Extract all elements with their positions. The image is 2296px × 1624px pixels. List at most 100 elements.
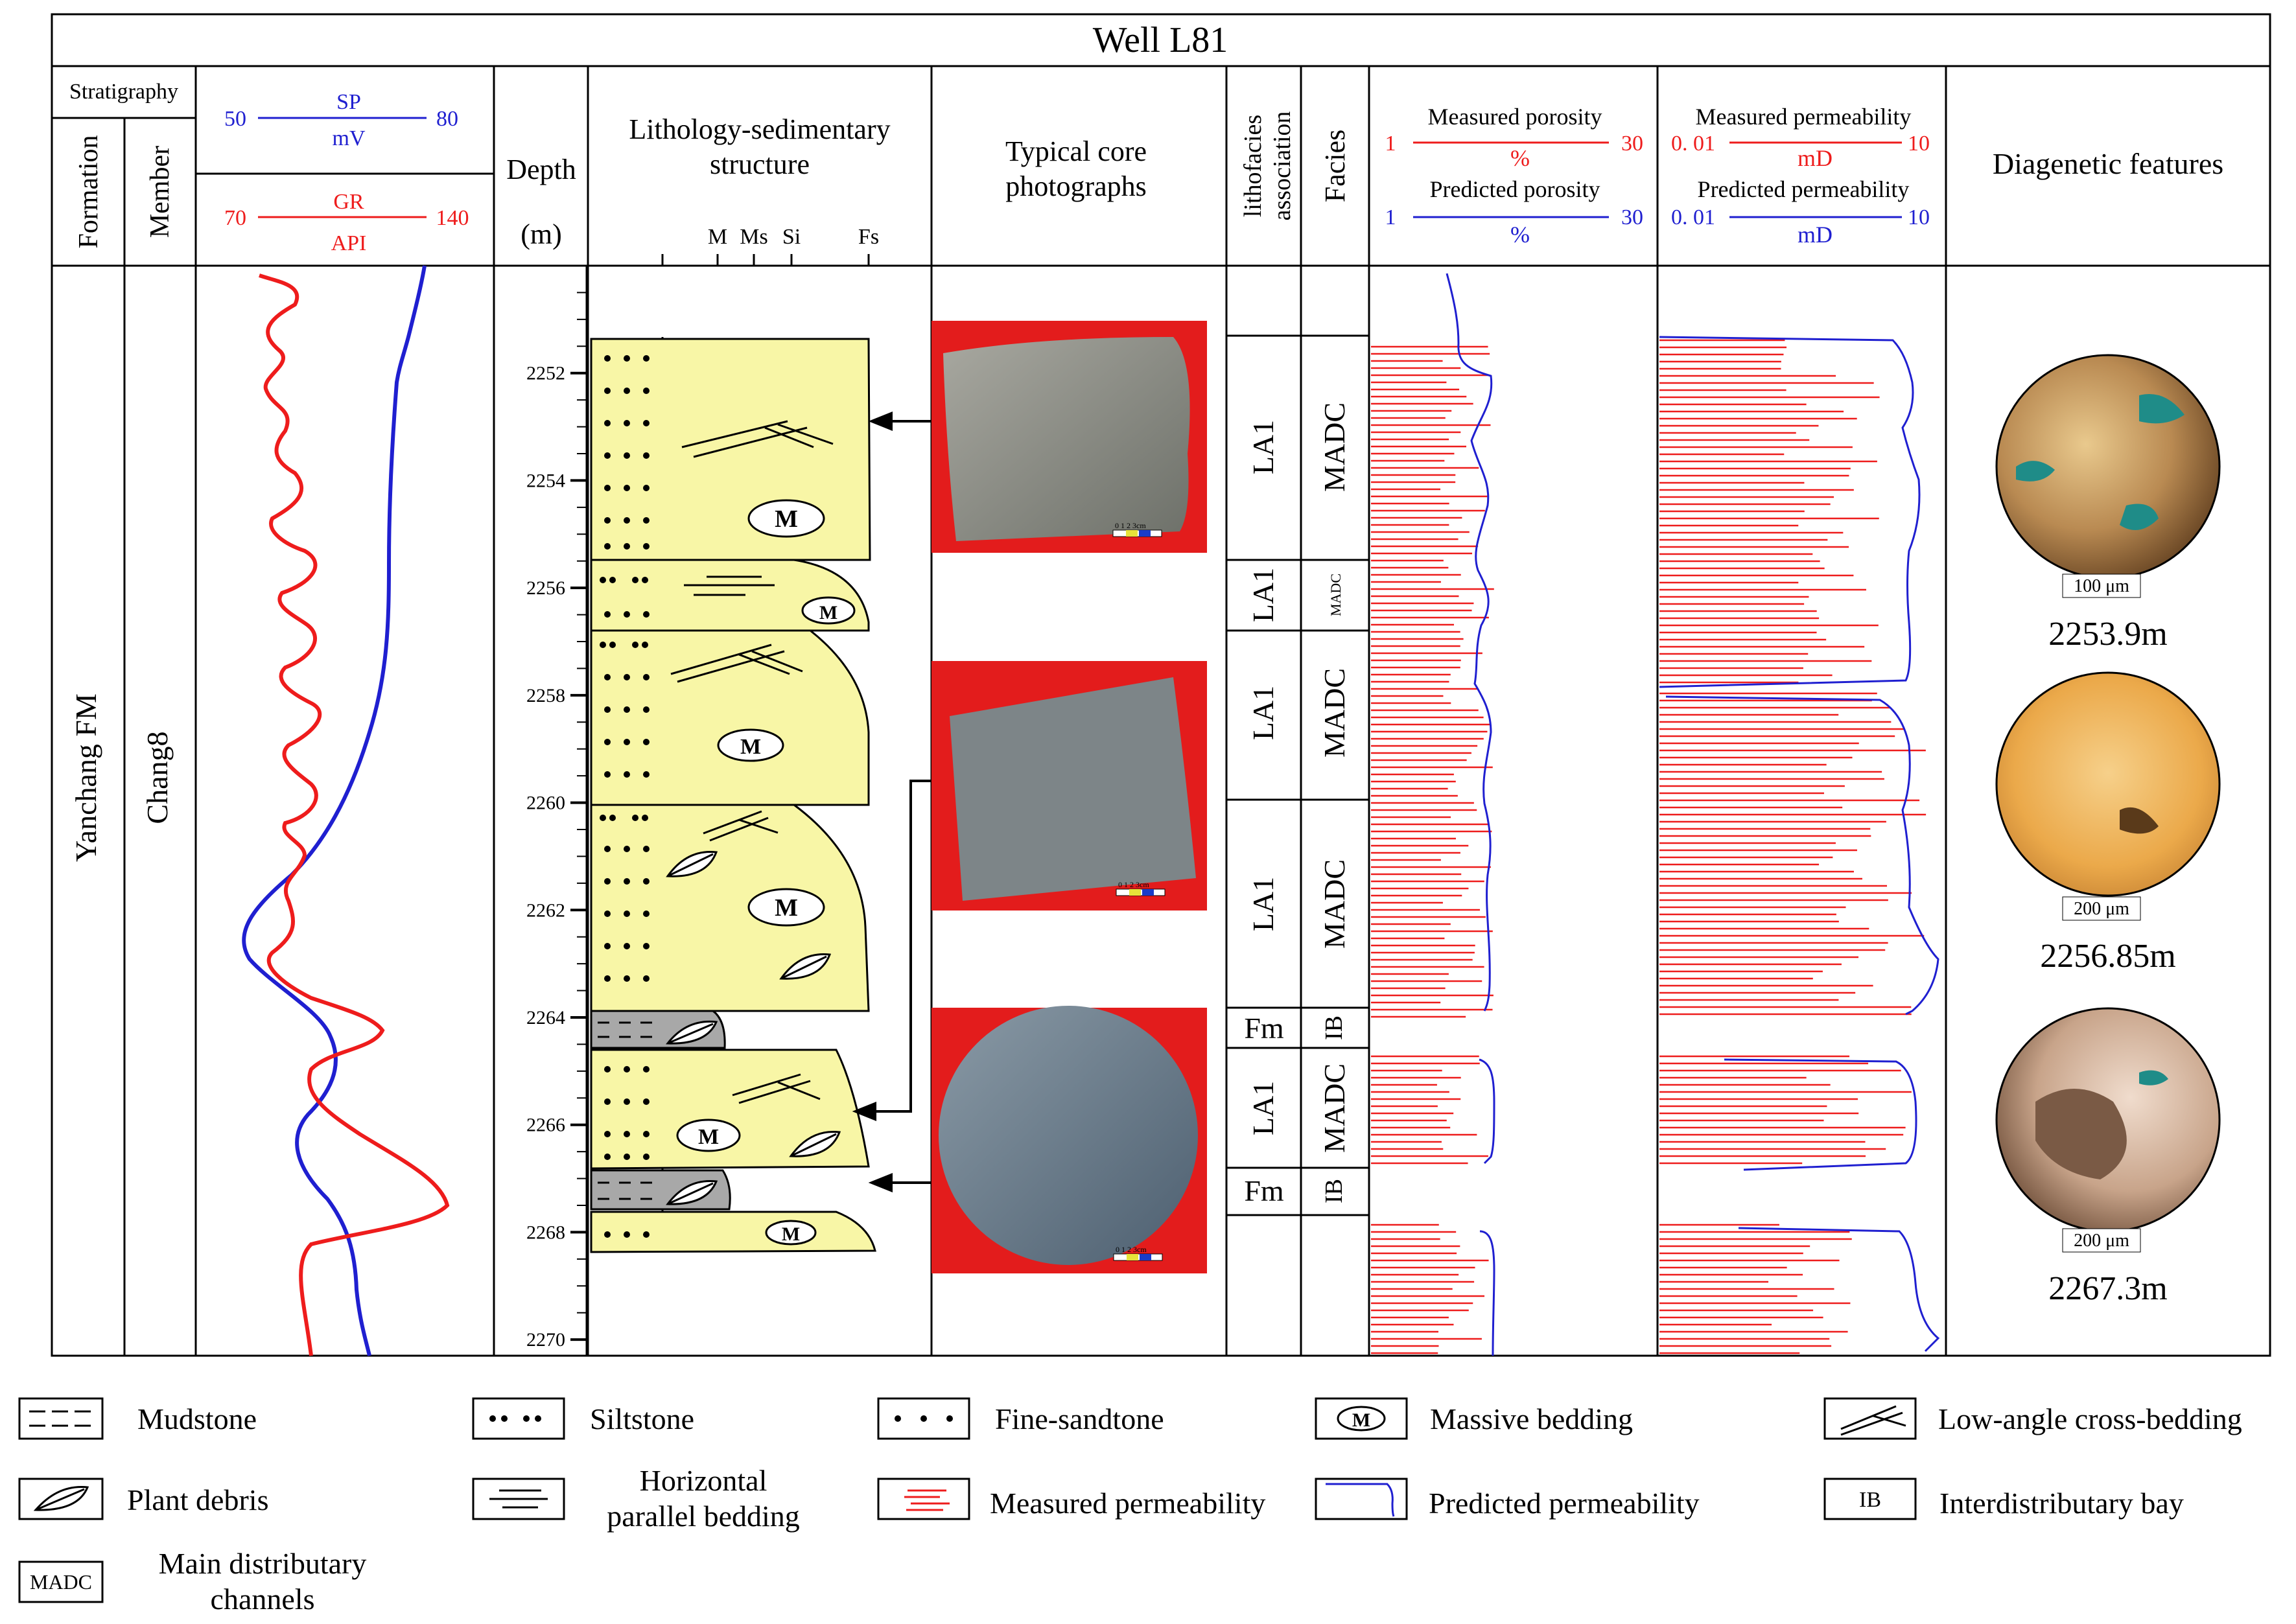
legend-ib-swatch bbox=[1823, 1478, 1917, 1520]
svg-text:M: M bbox=[775, 894, 798, 922]
legend-massive-label: Massive bedding bbox=[1430, 1402, 1633, 1435]
thin-section-2-scale: 200 μm bbox=[2074, 899, 2129, 919]
legend-predicted-perm-label: Predicted permeability bbox=[1429, 1487, 1700, 1520]
permeability-max-predicted: 10 bbox=[1908, 205, 1930, 229]
svg-text:M: M bbox=[740, 735, 761, 759]
depth-tick-label: 2266 bbox=[526, 1115, 565, 1136]
predicted-porosity-label: Predicted porosity bbox=[1430, 176, 1600, 202]
grain-si: Si bbox=[782, 225, 801, 249]
legend-siltstone-swatch bbox=[472, 1397, 565, 1440]
thin-section-3-scale: 200 μm bbox=[2074, 1231, 2129, 1251]
permeability-max-measured: 10 bbox=[1908, 132, 1930, 156]
unit-labels: LA1 MADC LA1 MADC LA1 MADC LA1 MADC Fm I… bbox=[1244, 402, 1351, 1207]
gr-unit: API bbox=[331, 231, 367, 255]
depth-tick-label: 2264 bbox=[526, 1007, 565, 1028]
legend-madc-symbol: MADC bbox=[30, 1570, 92, 1594]
core-arrows bbox=[852, 412, 931, 1192]
svg-text:M: M bbox=[782, 1224, 800, 1245]
permeability-unit-predicted: mD bbox=[1798, 222, 1833, 248]
legend-horizontal-label-2: parallel bedding bbox=[607, 1500, 800, 1533]
legend-low-angle-label: Low-angle cross-bedding bbox=[1938, 1402, 2242, 1435]
depth-tick-label: 2258 bbox=[526, 685, 565, 706]
depth-tick-label: 2260 bbox=[526, 793, 565, 814]
diagenetic-header: Diagenetic features bbox=[1993, 147, 2223, 180]
porosity-scale: Measured porosity 1 30 % Predicted poros… bbox=[1385, 104, 1644, 248]
facies-2: MADC bbox=[1328, 574, 1344, 616]
core-photographs: 0 1 2 3cm 0 1 2 3cm 0 1 2 3cm bbox=[931, 321, 1207, 1273]
depth-tick-label: 2262 bbox=[526, 899, 565, 921]
mudstone-dashes bbox=[598, 1021, 652, 1200]
depth-tick-label: 2268 bbox=[526, 1222, 565, 1243]
svg-text:0 1 2 3cm: 0 1 2 3cm bbox=[1116, 1245, 1147, 1254]
gr-curve bbox=[259, 273, 450, 1356]
core-scale-2: 0 1 2 3cm bbox=[1116, 880, 1166, 896]
predicted-permeability-label: Predicted permeability bbox=[1698, 176, 1910, 202]
depth-tick-label: 2254 bbox=[526, 470, 565, 491]
legend-fine-sandstone-label: Fine-sandtone bbox=[995, 1402, 1164, 1435]
predicted-porosity-curve bbox=[1446, 273, 1495, 1356]
bed-fine-sandstone-6 bbox=[590, 1211, 876, 1253]
porosity-max-measured: 30 bbox=[1621, 132, 1643, 156]
legend-dots bbox=[489, 1415, 953, 1422]
thin-section-3-depth: 2267.3m bbox=[2048, 1270, 2167, 1307]
depth-header: Depth bbox=[506, 154, 576, 185]
legend-plant-debris-label: Plant debris bbox=[127, 1483, 268, 1516]
thin-section-1-depth: 2253.9m bbox=[2048, 616, 2167, 653]
svg-text:M: M bbox=[819, 602, 838, 623]
facies-3: MADC bbox=[1318, 668, 1351, 758]
sp-unit: mV bbox=[333, 126, 366, 150]
porosity-unit-predicted: % bbox=[1510, 222, 1530, 248]
lithology-header-2: structure bbox=[710, 148, 810, 180]
facies-7: IB bbox=[1320, 1179, 1348, 1203]
svg-text:0 1 2 3cm: 0 1 2 3cm bbox=[1115, 521, 1146, 530]
gr-scale: 70 140 GR API bbox=[224, 190, 469, 255]
thin-section-2 bbox=[1995, 671, 2221, 897]
gr-min: 70 bbox=[224, 206, 246, 230]
formation-header: Formation bbox=[74, 135, 104, 249]
lithology-header-1: Lithology-sedimentary bbox=[629, 113, 890, 145]
permeability-unit-measured: mD bbox=[1798, 145, 1833, 171]
legend-madc-label-2: channels bbox=[211, 1583, 315, 1616]
lithofacies-4: LA1 bbox=[1247, 877, 1280, 931]
legend-plant-debris-swatch bbox=[18, 1478, 104, 1520]
legend-measured-perm-swatch bbox=[877, 1478, 970, 1520]
low-angle-cross-bedding-symbols bbox=[670, 420, 834, 1104]
stratigraphy-header: Stratigraphy bbox=[69, 80, 178, 104]
measured-permeability-label: Measured permeability bbox=[1696, 104, 1912, 130]
legend-siltstone-label: Siltstone bbox=[590, 1402, 694, 1435]
legend-ib-label: Interdistributary bay bbox=[1939, 1487, 2184, 1520]
grain-size-scale: M Ms Si Fs bbox=[661, 225, 879, 266]
lithofacies-7: Fm bbox=[1244, 1174, 1284, 1207]
svg-text:0 1 2 3cm: 0 1 2 3cm bbox=[1118, 880, 1149, 889]
legend-labels: Mudstone Siltstone Fine-sandtone M Massi… bbox=[30, 1402, 2242, 1616]
depth-tick-label: 2256 bbox=[526, 577, 565, 599]
massive-bedding-labels: M M M M M M bbox=[698, 505, 838, 1245]
core-scale-3: 0 1 2 3cm bbox=[1113, 1245, 1163, 1261]
porosity-max-predicted: 30 bbox=[1621, 205, 1643, 229]
sp-name: SP bbox=[336, 90, 361, 114]
legend-ib-symbol: IB bbox=[1859, 1488, 1881, 1512]
formation-name: Yanchang FM bbox=[69, 693, 102, 862]
porosity-bars bbox=[1371, 345, 1494, 1354]
core-header-1: Typical core bbox=[1005, 135, 1147, 167]
lithofacies-header-2: association bbox=[1269, 111, 1296, 221]
core-header-2: photographs bbox=[1005, 170, 1147, 202]
gr-max: 140 bbox=[436, 206, 469, 230]
facies-header: Facies bbox=[1319, 130, 1351, 202]
plant-debris-symbols bbox=[665, 850, 841, 1205]
massive-bedding-symbols bbox=[676, 499, 856, 1246]
grain-ms: Ms bbox=[740, 225, 767, 249]
core-scale-1: 0 1 2 3cm bbox=[1112, 521, 1162, 537]
gr-name: GR bbox=[333, 190, 364, 214]
permeability-bars bbox=[1659, 339, 1927, 1354]
legend-measured-perm-label: Measured permeability bbox=[990, 1487, 1265, 1520]
legend-madc-label-1: Main distributary bbox=[159, 1547, 367, 1580]
facies-4: MADC bbox=[1318, 859, 1351, 949]
unit-boundaries bbox=[1226, 334, 1369, 1216]
permeability-scale: Measured permeability 0. 01 10 mD Predic… bbox=[1671, 104, 1930, 248]
legend-mudstone-swatch bbox=[18, 1397, 104, 1440]
legend-low-angle-swatch bbox=[1823, 1397, 1917, 1440]
legend-massive-symbol-text: M bbox=[1352, 1409, 1370, 1431]
depth-unit: (m) bbox=[521, 218, 562, 250]
